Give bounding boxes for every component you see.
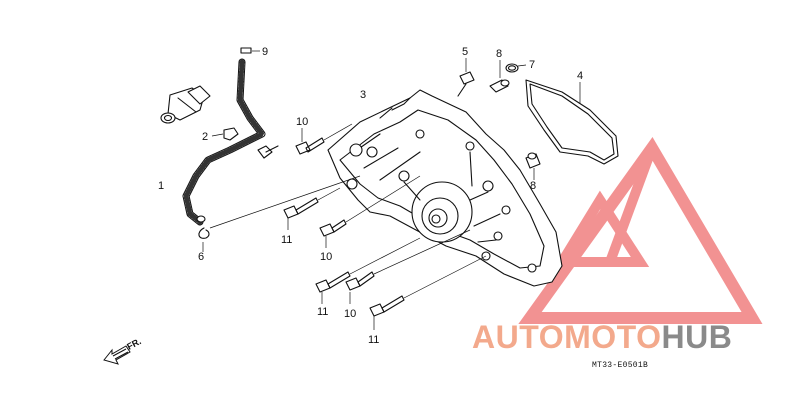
watermark-brand-part2: HUB (661, 319, 732, 355)
watermark-brand: AUTOMOTOHUB (472, 319, 732, 355)
callout-2: 2 (202, 131, 208, 143)
hose-fitting (160, 85, 211, 124)
callout-10-lower: 10 (344, 308, 356, 320)
leader-line (209, 175, 361, 229)
callout-10-upper: 10 (296, 116, 308, 128)
callout-11-left: 11 (281, 234, 292, 246)
watermark-brand-part1: AUTOMOTO (472, 319, 661, 355)
front-direction-indicator: FR. (103, 336, 143, 365)
bolt-11-left (283, 187, 341, 230)
arrow-icon (103, 345, 131, 365)
bolt-10-middle (319, 175, 421, 248)
callout-6: 6 (198, 251, 204, 263)
diagram-code: MT33-E0501B (592, 361, 648, 370)
callout-8-upper: 8 (496, 48, 502, 60)
bolt-11-middle (315, 237, 421, 304)
callout-11-lower: 11 (368, 334, 379, 346)
part-9-clip (240, 47, 260, 54)
bolt-11-lower (369, 255, 487, 330)
bolt-10-lower (345, 229, 471, 304)
part-8-dowel-pin-upper (489, 60, 510, 93)
part-8-dowel-pin-lower (525, 152, 541, 180)
part-2-clamp (211, 127, 239, 141)
part-4-gasket (525, 79, 619, 165)
part-6-clip (198, 227, 210, 252)
part-7-o-ring (505, 63, 527, 73)
callout-9: 9 (262, 46, 268, 58)
callout-4: 4 (577, 70, 583, 82)
direction-label: FR. (125, 336, 142, 352)
callout-10-middle: 10 (320, 251, 332, 263)
callout-8-lower: 8 (530, 180, 536, 192)
watermark-logo (518, 137, 763, 324)
callout-1: 1 (158, 180, 164, 192)
small-bolt (257, 145, 279, 159)
callout-numbers: 9 5 8 7 4 3 10 2 1 8 11 6 10 11 10 11 (158, 46, 583, 346)
callout-3: 3 (360, 89, 366, 101)
callout-7: 7 (529, 59, 535, 71)
part-5-bolt (457, 58, 475, 97)
bolt-10-upper (295, 123, 353, 155)
callout-11-middle: 11 (317, 306, 328, 318)
part-3-water-pump-cover (327, 89, 563, 287)
part-1-hose (182, 58, 266, 226)
svg-text:AUTOMOTOHUB: AUTOMOTOHUB (472, 319, 732, 355)
callout-5: 5 (462, 46, 468, 58)
